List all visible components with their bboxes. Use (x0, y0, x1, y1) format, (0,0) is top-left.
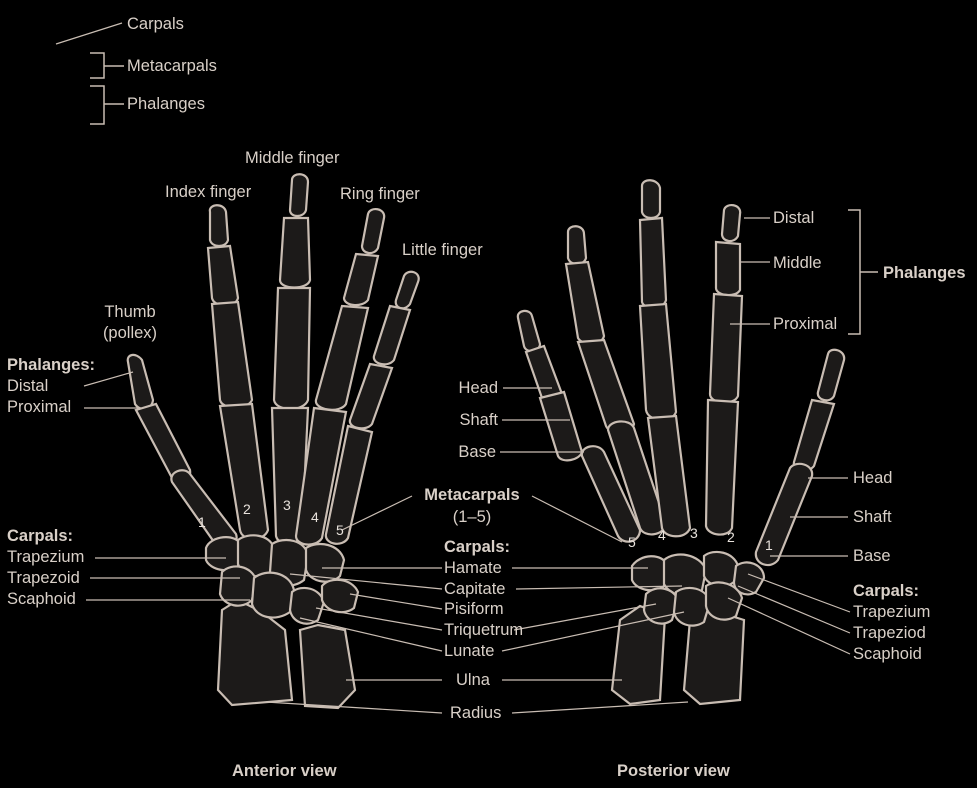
middle-finger-label: Middle finger (245, 149, 340, 167)
posterior-base-label: Base (458, 443, 496, 461)
index-finger-label: Index finger (165, 183, 252, 201)
posterior-metacarpal-number-2: 2 (727, 529, 735, 545)
posterior-distal-label: Distal (773, 209, 815, 227)
posterior-trapezoid-label: Trapeziod (853, 624, 926, 642)
anterior-view-caption: Anterior view (232, 762, 337, 780)
key-carpals-label: Carpals (127, 15, 184, 33)
posterior-metacarpal-number-5: 5 (628, 534, 636, 550)
thumb-head-label: Head (853, 469, 893, 487)
thumb-base-label: Base (853, 547, 891, 565)
anterior-trapezium-label: Trapezium (7, 548, 85, 566)
anterior-scaphoid-label: Scaphoid (7, 590, 76, 608)
posterior-metacarpal-number-1: 1 (765, 537, 773, 553)
anterior-metacarpal-number-5: 5 (336, 522, 344, 538)
lunate-label: Lunate (444, 642, 495, 660)
posterior-proximal-label: Proximal (773, 315, 838, 333)
leader-lines (83, 209, 878, 714)
posterior-view-caption: Posterior view (617, 762, 730, 780)
ring-finger-label: Ring finger (340, 185, 420, 203)
anterior-trapezoid-label: Trapezoid (7, 569, 80, 587)
anterior-hand-bones (126, 173, 420, 710)
anterior-metacarpal-number-2: 2 (243, 501, 251, 517)
posterior-shaft-label: Shaft (459, 411, 498, 429)
capitate-label: Capitate (444, 580, 506, 598)
posterior-carpals-heading: Carpals: (853, 582, 920, 600)
posterior-metacarpal-number-3: 3 (690, 525, 698, 541)
anterior-metacarpal-number-4: 4 (311, 509, 319, 525)
ulna-label: Ulna (456, 671, 490, 689)
pisiform-label: Pisiform (444, 600, 504, 618)
key-phalanges-label: Phalanges (127, 95, 205, 113)
metacarpals-heading: Metacarpals (424, 486, 520, 504)
little-finger-label: Little finger (402, 241, 483, 259)
posterior-scaphoid-label: Scaphoid (853, 645, 922, 663)
posterior-middle-label: Middle (773, 254, 822, 272)
anterior-proximal-label: Proximal (7, 398, 72, 416)
key-metacarpals-label: Metacarpals (127, 57, 217, 75)
anterior-carpals-heading: Carpals: (7, 527, 74, 545)
anterior-metacarpal-number-3: 3 (283, 497, 291, 513)
posterior-hand-bones (516, 179, 846, 706)
pollex-label: (pollex) (102, 324, 158, 342)
hamate-label: Hamate (444, 559, 502, 577)
thumb-shaft-label: Shaft (853, 508, 892, 526)
posterior-trapezium-label: Trapezium (853, 603, 931, 621)
anterior-phalanges-heading: Phalanges: (7, 356, 96, 374)
radius-label: Radius (450, 704, 502, 722)
metacarpals-range: (1–5) (452, 508, 492, 526)
center-carpals-heading: Carpals: (444, 538, 511, 556)
thumb-label: Thumb (104, 303, 156, 321)
legend-key (55, 22, 124, 125)
triquetrum-label: Triquetrum (444, 621, 524, 639)
anterior-metacarpal-number-1: 1 (198, 514, 206, 530)
anterior-distal-label: Distal (7, 377, 49, 395)
posterior-metacarpal-number-4: 4 (658, 527, 666, 543)
posterior-phalanges-heading: Phalanges (883, 264, 966, 282)
posterior-head-label: Head (458, 379, 498, 397)
